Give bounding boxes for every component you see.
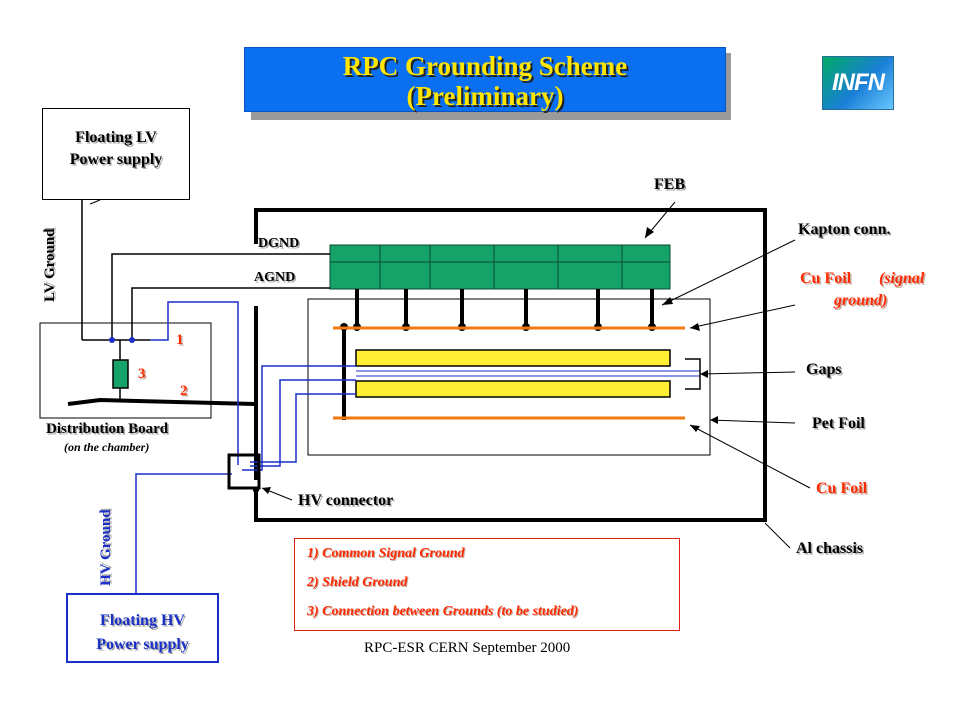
legend-item-2: 2) Shield Ground [307, 575, 408, 590]
footer-text: RPC-ESR CERN September 2000 [364, 640, 571, 656]
agnd-label: AGND [254, 270, 296, 285]
al-chassis-label: Al chassis [796, 540, 864, 557]
al-chassis-outline [254, 208, 767, 522]
lv-supply-line2: Power supply [69, 151, 163, 168]
distribution-board-box [39, 322, 212, 419]
dgnd-label: DGND [258, 236, 300, 251]
pointer-kapton [661, 239, 796, 306]
cu-foil-label: Cu Foil [816, 480, 868, 497]
hv-wire-gap-c [250, 393, 356, 463]
chamber-box [307, 298, 711, 456]
cu-foil-signal-label-b: (signal [879, 270, 925, 287]
arrow-pet [710, 416, 718, 424]
pointer-lv-box [89, 199, 101, 205]
hv-connector-box [227, 453, 261, 490]
arrow-kapton [662, 297, 673, 305]
pointer-gaps [699, 371, 796, 375]
hv-wiring [135, 301, 356, 595]
legend-box: 1) Common Signal Ground 2) Shield Ground… [294, 538, 680, 631]
logo-text: INFN [832, 69, 885, 96]
db-shield-wire [67, 397, 257, 406]
number-2-label: 2 [180, 383, 188, 399]
legend-item-3: 3) Connection between Grounds (to be stu… [307, 604, 579, 619]
kapton-label: Kapton conn. [798, 221, 891, 238]
hv-wire-signal [150, 301, 239, 465]
gaps-label: Gaps [806, 361, 842, 378]
db-node-2 [129, 337, 135, 343]
distribution-board-subtitle: (on the chamber) [64, 440, 150, 454]
arrowheads [262, 227, 718, 494]
hv-power-supply: Floating HV Power supply [66, 593, 219, 663]
hv-supply-line2: Power supply [96, 636, 189, 653]
legend-item-1: 1) Common Signal Ground [307, 546, 465, 561]
lv-power-supply: Floating LV Power supply [42, 108, 190, 200]
gap-lower [355, 380, 671, 398]
hv-wire-ground [135, 473, 232, 595]
gaps-bracket [685, 358, 701, 390]
arrow-feb [645, 227, 654, 238]
hv-ground-label: HV Ground [98, 509, 114, 586]
pointer-al [764, 522, 791, 549]
lv-ground-label: LV Ground [42, 228, 58, 302]
feb-label: FEB [654, 176, 686, 193]
arrow-hv-connector [262, 487, 271, 494]
number-1-label: 1 [176, 332, 184, 348]
cu-foil-signal-label-a: Cu Foil [800, 270, 852, 287]
db-resistor [112, 359, 129, 389]
feb-boards [329, 244, 671, 290]
pointer-cu-signal [689, 304, 796, 329]
hv-connector-dot [253, 487, 259, 493]
cu-foil-signal-label-c: ground) [834, 292, 888, 309]
pointer-pet [709, 419, 796, 424]
pet-foil-label: Pet Foil [812, 415, 865, 432]
dgnd-wire [111, 253, 330, 340]
infn-logo: INFN [822, 56, 894, 110]
title-line-1: RPC Grounding Scheme [342, 51, 628, 81]
page-title: RPC Grounding Scheme (Preliminary) [244, 47, 726, 112]
distribution-board-title: Distribution Board [46, 421, 169, 437]
hv-wire-gap-a [242, 365, 356, 471]
arrow-cu [690, 425, 700, 432]
hv-wire-gap-b [250, 379, 356, 467]
agnd-wire [131, 287, 330, 340]
hv-supply-line1: Floating HV [100, 612, 185, 629]
feb-connectors [355, 289, 654, 327]
arrow-gaps [700, 370, 708, 378]
db-node-1 [109, 337, 115, 343]
pointer-cu [689, 424, 811, 489]
hv-connector-label: HV connector [298, 492, 394, 509]
feb-block [329, 244, 671, 290]
arrow-cu-signal [690, 323, 700, 331]
lv-supply-line1: Floating LV [75, 129, 157, 146]
title-line-2: (Preliminary) [406, 81, 564, 111]
number-3-label: 3 [138, 366, 146, 382]
gap-upper [355, 349, 671, 367]
